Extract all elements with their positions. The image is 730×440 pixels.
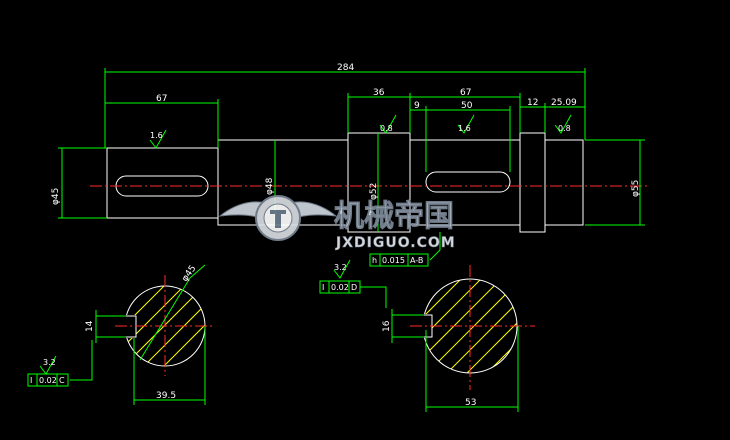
tolerance-frame-top: h 0.015 A-B [369, 253, 429, 267]
tol-mid-datum: D [351, 283, 357, 292]
dimension-lines [58, 68, 645, 232]
tol-top-symbol: h [372, 256, 377, 265]
right-keyway [425, 171, 511, 193]
tol-top-datum: A-B [410, 256, 423, 265]
dim-67: 67 [460, 88, 471, 98]
dim-36: 36 [373, 88, 385, 98]
dim-25: 25.09 [551, 98, 577, 108]
dim-left-step: 67 [156, 94, 167, 104]
dim-dia-52: φ52 [369, 183, 379, 200]
watermark: 机械帝国 JXDIGUO.COM [218, 195, 456, 251]
roughness-6: 3.2 [43, 358, 56, 367]
section-left-hatch [125, 286, 205, 366]
tol-left-symbol: I [30, 376, 32, 385]
roughness-1: 1.6 [150, 131, 163, 140]
tol-left-datum: C [59, 376, 65, 385]
tol-top-value: 0.015 [382, 256, 405, 265]
dim-section1-key: 14 [85, 320, 95, 332]
dim-9: 9 [414, 101, 420, 111]
dim-section2-key: 16 [382, 320, 392, 332]
dim-overall: 284 [337, 63, 354, 73]
roughness-texts: 1.6 0.8 1.6 0.8 3.2 3.2 [43, 124, 571, 367]
top-tolerance-leader [429, 232, 441, 261]
section-right-hatch [423, 279, 517, 373]
dim-section1-dia: φ45 [180, 264, 198, 284]
tolerance-frame-left: I 0.02 C [27, 373, 69, 387]
roughness-3: 1.6 [458, 124, 471, 133]
tol-mid-value: 0.02 [331, 283, 349, 292]
tol-mid-symbol: I [322, 283, 324, 292]
watermark-cn: 机械帝国 [334, 199, 454, 234]
roughness-symbols [39, 114, 572, 375]
watermark-en: JXDIGUO.COM [335, 235, 456, 251]
dim-12: 12 [527, 98, 538, 108]
dim-section2-width: 53 [465, 398, 476, 408]
roughness-2: 0.8 [380, 124, 393, 133]
dim-section1-width: 39.5 [156, 391, 176, 401]
tol-left-value: 0.02 [39, 376, 57, 385]
dim-dia-mid: φ48 [265, 177, 275, 195]
dim-50: 50 [461, 101, 473, 111]
roughness-4: 0.8 [558, 124, 571, 133]
dim-dia-left: φ45 [51, 188, 61, 205]
roughness-5: 3.2 [334, 263, 347, 272]
dim-dia-right: φ55 [631, 180, 641, 197]
section-right [360, 265, 535, 412]
tolerance-frame-mid: I 0.02 D [319, 280, 361, 294]
